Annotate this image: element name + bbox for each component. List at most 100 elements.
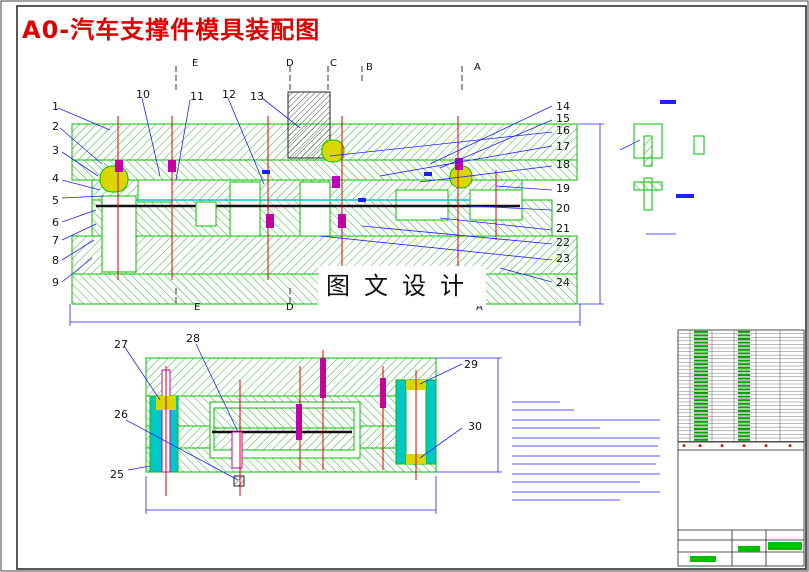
bom-cell-fill bbox=[738, 330, 750, 333]
callout-18: 18 bbox=[556, 158, 570, 171]
callout-26: 26 bbox=[114, 408, 128, 421]
callout-17: 17 bbox=[556, 140, 570, 153]
bom-cell-fill bbox=[738, 417, 750, 420]
bom-cell-fill bbox=[694, 377, 708, 380]
bom-cell-fill bbox=[694, 424, 708, 427]
bom-cell-fill bbox=[694, 410, 708, 412]
bom-cell-fill bbox=[738, 413, 750, 416]
technical-notes bbox=[512, 401, 660, 501]
section-top-C: C bbox=[330, 58, 337, 69]
inner-frame bbox=[16, 5, 807, 570]
bill-of-materials bbox=[677, 329, 805, 447]
bom-cell-fill bbox=[738, 395, 750, 398]
bom-cell-fill bbox=[694, 395, 708, 398]
bom-cell-fill bbox=[694, 392, 708, 394]
bom-cell-fill bbox=[694, 420, 708, 423]
callout-1: 1 bbox=[52, 100, 59, 113]
callout-25: 25 bbox=[110, 468, 124, 481]
callout-29: 29 bbox=[464, 358, 478, 371]
bom-cell-fill bbox=[738, 334, 750, 337]
callout-9: 9 bbox=[52, 276, 59, 289]
bom-cell-fill bbox=[694, 370, 708, 373]
bom-header-mark bbox=[682, 444, 686, 447]
bom-cell-fill bbox=[738, 438, 750, 441]
callout-5: 5 bbox=[52, 194, 59, 207]
section-top-D: D bbox=[286, 58, 294, 69]
callout-19: 19 bbox=[556, 182, 570, 195]
bom-cell-fill bbox=[738, 345, 750, 348]
bom-header-mark bbox=[764, 444, 768, 447]
section-bottom-D: D bbox=[286, 302, 294, 313]
callout-12: 12 bbox=[222, 88, 236, 101]
bom-cell-fill bbox=[694, 388, 708, 391]
callout-11: 11 bbox=[190, 90, 204, 103]
bom-cell-fill bbox=[738, 363, 750, 366]
bom-cell-fill bbox=[738, 374, 750, 376]
bom-cell-fill bbox=[694, 352, 708, 355]
callout-16: 16 bbox=[556, 124, 570, 137]
bom-cell-fill bbox=[738, 341, 750, 344]
bom-cell-fill bbox=[694, 348, 708, 351]
callout-13: 13 bbox=[250, 90, 264, 103]
callout-10: 10 bbox=[136, 88, 150, 101]
callout-7: 7 bbox=[52, 234, 59, 247]
callout-28: 28 bbox=[186, 332, 200, 345]
section-top-B: B bbox=[366, 62, 373, 73]
bom-cell-fill bbox=[738, 377, 750, 380]
bom-cell-fill bbox=[738, 384, 750, 387]
callout-27: 27 bbox=[114, 338, 128, 351]
bom-cell-fill bbox=[738, 359, 750, 362]
bom-cell-fill bbox=[694, 345, 708, 348]
bottom-section-view bbox=[123, 343, 502, 514]
bom-cell-fill bbox=[738, 428, 750, 430]
callout-15: 15 bbox=[556, 112, 570, 125]
bom-cell-fill bbox=[738, 388, 750, 391]
bom-cell-fill bbox=[694, 374, 708, 376]
callout-4: 4 bbox=[52, 172, 59, 185]
watermark: 图文设计 bbox=[318, 266, 486, 306]
bom-cell-fill bbox=[694, 413, 708, 416]
bom-cell-fill bbox=[694, 363, 708, 366]
bom-cell-fill bbox=[694, 406, 708, 409]
bom-cell-fill bbox=[738, 366, 750, 369]
section-bottom-E: E bbox=[194, 302, 200, 313]
bom-cell-fill bbox=[738, 370, 750, 373]
bom-cell-fill bbox=[738, 431, 750, 434]
bom-cell-fill bbox=[694, 399, 708, 402]
detail-view bbox=[619, 100, 705, 235]
callout-3: 3 bbox=[52, 144, 59, 157]
bom-cell-fill bbox=[694, 384, 708, 387]
bom-cell-fill bbox=[694, 417, 708, 420]
bom-cell-fill bbox=[738, 406, 750, 409]
bom-cell-fill bbox=[694, 431, 708, 434]
callout-14: 14 bbox=[556, 100, 570, 113]
bom-cell-fill bbox=[694, 330, 708, 333]
callout-22: 22 bbox=[556, 236, 570, 249]
bom-cell-fill bbox=[694, 402, 708, 405]
bom-cell-fill bbox=[738, 392, 750, 394]
bom-cell-fill bbox=[694, 428, 708, 430]
callout-24: 24 bbox=[556, 276, 570, 289]
bom-cell-fill bbox=[738, 356, 750, 358]
bom-cell-fill bbox=[738, 424, 750, 427]
section-bottom-A: A bbox=[476, 302, 483, 313]
title-block bbox=[677, 441, 805, 567]
bom-cell-fill bbox=[738, 348, 750, 351]
bom-cell-fill bbox=[694, 334, 708, 337]
bom-cell-fill bbox=[694, 338, 708, 340]
bom-header-mark bbox=[698, 444, 702, 447]
bom-header-mark bbox=[788, 444, 792, 447]
bom-cell-fill bbox=[694, 381, 708, 384]
callout-20: 20 bbox=[556, 202, 570, 215]
callout-6: 6 bbox=[52, 216, 59, 229]
bom-cell-fill bbox=[738, 410, 750, 412]
bom-cell-fill bbox=[738, 381, 750, 384]
bom-cell-fill bbox=[738, 352, 750, 355]
bom-cell-fill bbox=[738, 435, 750, 438]
bom-cell-fill bbox=[694, 356, 708, 358]
bom-cell-fill bbox=[694, 341, 708, 344]
callout-30: 30 bbox=[468, 420, 482, 433]
